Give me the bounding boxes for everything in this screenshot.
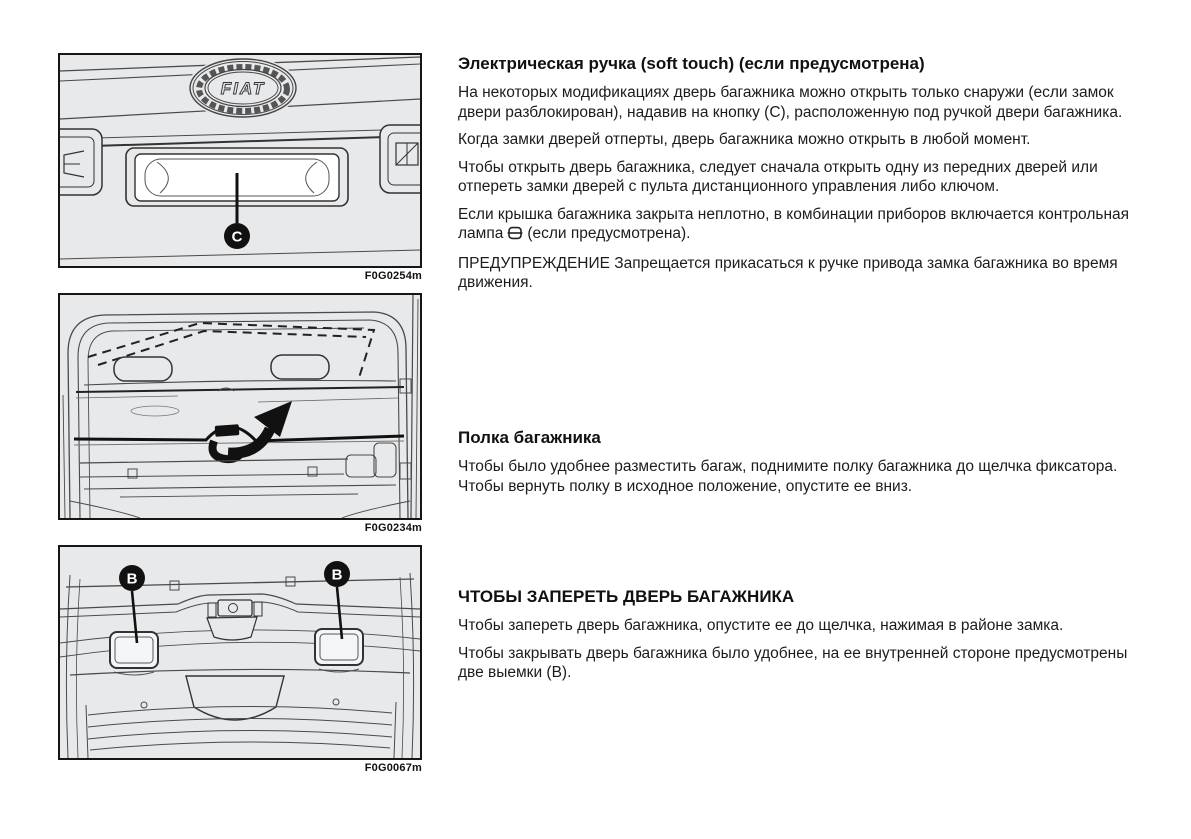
figure-trunk-exterior: FIAT	[58, 53, 422, 268]
sill-structures	[79, 442, 397, 498]
figure-trunk-inner-door: B B	[58, 545, 422, 760]
paragraph: Когда замки дверей отперты, дверь багажн…	[458, 131, 1031, 148]
hand-recesses	[109, 628, 364, 676]
figure-caption: F0G0254m	[364, 270, 422, 282]
callout-c-label: C	[232, 229, 243, 246]
section-heading: Полка багажника	[458, 428, 601, 447]
figure-parcel-shelf	[58, 293, 422, 520]
parcel-shelf-illustration	[62, 295, 419, 518]
trunk-exterior-illustration: FIAT	[60, 56, 420, 260]
tailgate-frame	[62, 295, 419, 518]
paragraph: Чтобы открыть дверь багажника, следует с…	[458, 158, 1098, 196]
trunk-inner-door-illustration: B B	[60, 561, 420, 758]
callout-b-left-label: B	[127, 571, 138, 588]
warning-paragraph: ПРЕДУПРЕЖДЕНИЕ Запрещается прикасаться к…	[458, 254, 1118, 292]
section-lock-trunk-door: ЧТОБЫ ЗАПЕРЕТЬ ДВЕРЬ БАГАЖНИКА Чтобы зап…	[458, 587, 1135, 691]
lamp-paragraph-before: Если крышка багажника закрыта неплотно, …	[458, 205, 1130, 243]
headrests	[113, 354, 330, 382]
lock-assembly	[206, 599, 263, 641]
fiat-badge: FIAT	[187, 57, 299, 119]
paragraph: Чтобы закрывать дверь багажника было удо…	[458, 644, 1128, 682]
fiat-badge-text: FIAT	[221, 79, 266, 98]
section-heading: Электрическая ручка (soft touch) (если п…	[458, 54, 925, 73]
shelf	[73, 386, 405, 464]
lift-arrow	[227, 401, 292, 459]
paragraph: Чтобы было удобнее разместить багаж, под…	[458, 458, 1118, 495]
callout-button-c: C	[224, 173, 250, 249]
raised-shelf-dashed-outline	[87, 321, 376, 382]
door-side-frames	[65, 572, 415, 758]
trunk-open-lamp-icon	[507, 226, 523, 246]
door-top-edge	[65, 576, 415, 591]
section-electric-handle: Электрическая ручка (soft touch) (если п…	[458, 54, 1135, 301]
callout-recess-b-right: B	[324, 561, 350, 640]
section-luggage-shelf: Полка багажника Чтобы было удобнее разме…	[458, 428, 1135, 504]
left-taillight	[60, 128, 103, 196]
lamp-paragraph-after: (если предусмотрена).	[527, 225, 691, 242]
section-heading: ЧТОБЫ ЗАПЕРЕТЬ ДВЕРЬ БАГАЖНИКА	[458, 587, 795, 606]
callout-b-right-label: B	[332, 567, 343, 584]
paragraph: Чтобы запереть дверь багажника, опустите…	[458, 617, 1064, 634]
callout-recess-b-left: B	[119, 565, 145, 644]
right-taillight	[379, 124, 420, 194]
paragraph: На некоторых модификациях дверь багажник…	[458, 84, 1123, 121]
paragraph-with-lamp-icon: Если крышка багажника закрыта неплотно, …	[458, 205, 1135, 246]
figure-caption: F0G0067m	[364, 762, 422, 774]
lower-panel	[69, 668, 411, 758]
figure-caption: F0G0234m	[364, 522, 422, 534]
